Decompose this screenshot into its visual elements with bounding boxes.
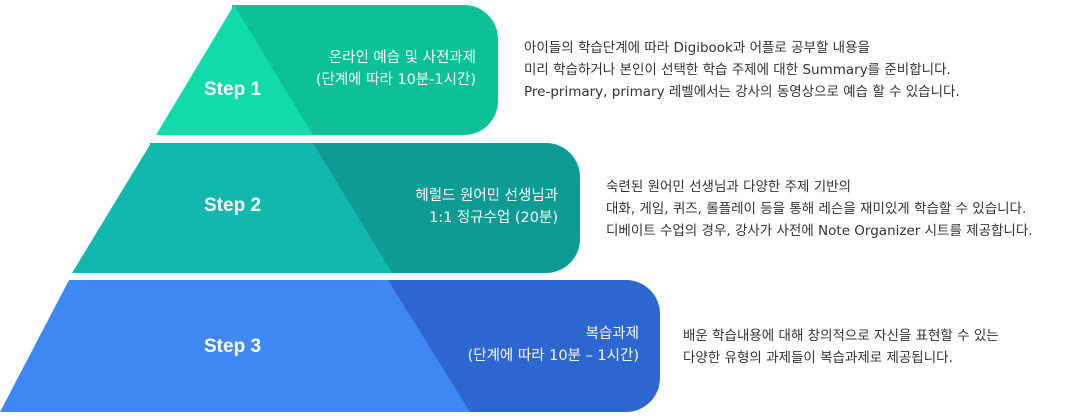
step-2-description: 숙련된 원어민 선생님과 다양한 주제 기반의 대화, 게임, 퀴즈, 롤플레이… bbox=[606, 176, 1033, 242]
step-3-box-text: 복습과제 (단계에 따라 10분 – 1시간) bbox=[468, 323, 639, 367]
step-3-description: 배운 학습내용에 대해 창의적으로 자신을 표현할 수 있는 다양한 유형의 과… bbox=[683, 325, 999, 369]
step-2-box-text: 헤럴드 원어민 선생님과 1:1 정규수업 (20분) bbox=[415, 185, 558, 229]
step-2-box-line-1: 헤럴드 원어민 선생님과 bbox=[415, 188, 558, 204]
step-2-desc-line-2: 대화, 게임, 퀴즈, 롤플레이 등을 통해 레슨을 재미있게 학습할 수 있습… bbox=[606, 201, 1027, 217]
step-2-label: Step 2 bbox=[204, 195, 262, 216]
step-1-desc-line-1: 아이들의 학습단계에 따라 Digibook과 어플로 공부할 내용을 bbox=[524, 40, 870, 56]
step-1-desc-line-3: Pre-primary, primary 레벨에서는 강사의 동영상으로 예습 … bbox=[524, 84, 960, 100]
step-2-box-line-2: 1:1 정규수업 (20분) bbox=[428, 210, 558, 226]
step-1-label: Step 1 bbox=[204, 79, 262, 100]
step-3-desc-line-2: 다양한 유형의 과제들이 복습과제로 제공됩니다. bbox=[683, 350, 953, 366]
step-3-label: Step 3 bbox=[204, 336, 262, 357]
step-3-box-line-2: (단계에 따라 10분 – 1시간) bbox=[467, 348, 639, 364]
step-1-box-line-1: 온라인 예습 및 사전과제 bbox=[328, 50, 476, 66]
step-3-box-line-1: 복습과제 bbox=[585, 326, 639, 342]
step-1-desc-line-2: 미리 학습하거나 본인이 선택한 학습 주제에 대한 Summary를 준비합니… bbox=[524, 62, 951, 78]
step-2-desc-line-1: 숙련된 원어민 선생님과 다양한 주제 기반의 bbox=[606, 179, 852, 195]
step-3-desc-line-1: 배운 학습내용에 대해 창의적으로 자신을 표현할 수 있는 bbox=[683, 328, 999, 344]
step-1-box-text: 온라인 예습 및 사전과제 (단계에 따라 10분-1시간) bbox=[316, 47, 476, 91]
step-2-desc-line-3: 디베이트 수업의 경우, 강사가 사전에 Note Organizer 시트를 … bbox=[606, 223, 1033, 239]
step-1-description: 아이들의 학습단계에 따라 Digibook과 어플로 공부할 내용을 미리 학… bbox=[524, 37, 960, 103]
step-1-box-line-2: (단계에 따라 10분-1시간) bbox=[315, 72, 476, 88]
